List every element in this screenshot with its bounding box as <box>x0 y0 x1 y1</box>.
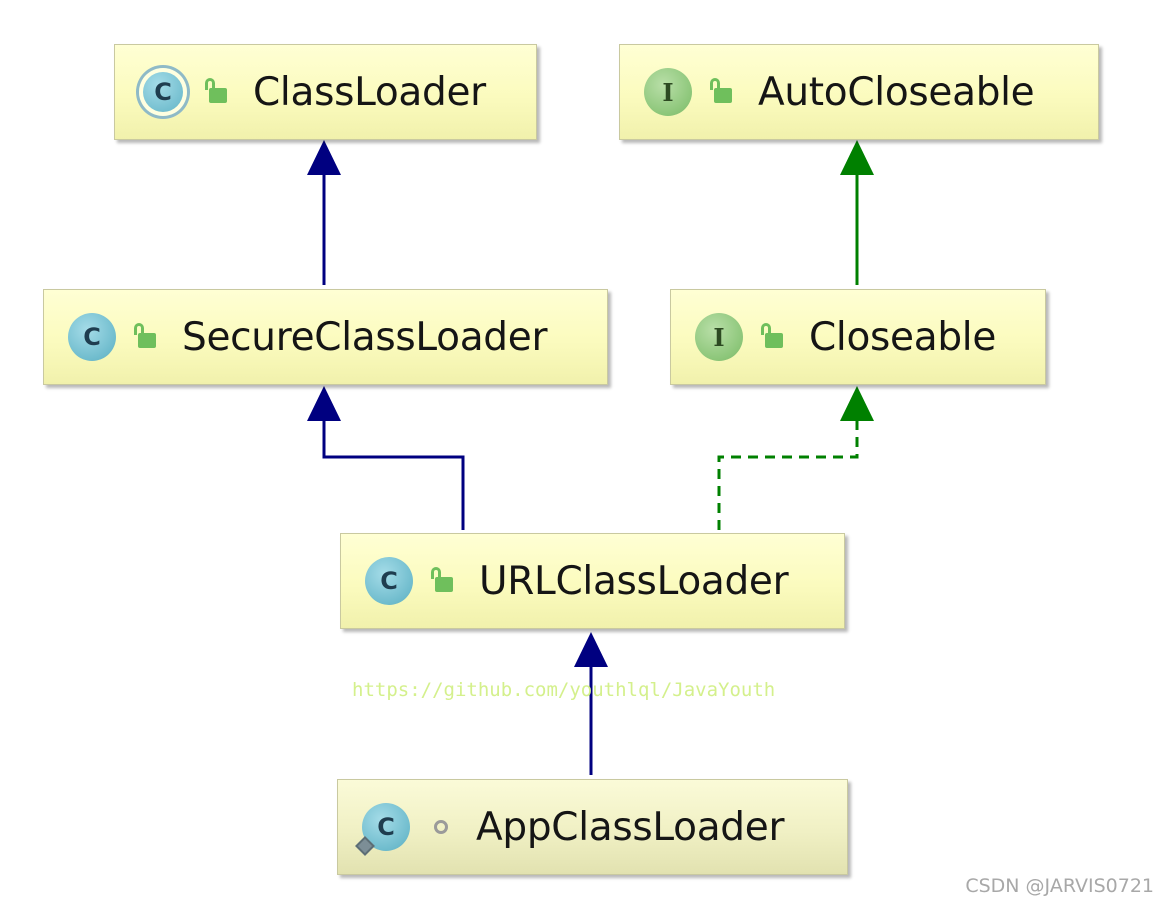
abstract-class-icon: C <box>139 68 187 116</box>
node-urlclassloader[interactable]: C URLClassLoader <box>340 533 845 629</box>
node-label: URLClassLoader <box>479 558 789 604</box>
node-classloader[interactable]: C ClassLoader <box>114 44 537 140</box>
arrowhead-secureclassloader <box>307 386 341 421</box>
arrowhead-autocloseable <box>840 140 874 175</box>
node-label: SecureClassLoader <box>182 314 548 360</box>
node-label: ClassLoader <box>253 69 486 115</box>
public-access-icon <box>205 77 231 107</box>
node-autocloseable[interactable]: I AutoCloseable <box>619 44 1099 140</box>
node-label: Closeable <box>809 314 997 360</box>
watermark-url: https://github.com/youthlql/JavaYouth <box>352 679 776 701</box>
node-label: AutoCloseable <box>758 69 1035 115</box>
node-label: AppClassLoader <box>476 804 785 850</box>
interface-icon: I <box>695 313 743 361</box>
arrowhead-classloader <box>307 140 341 175</box>
credit-text: CSDN @JARVIS0721 <box>965 875 1154 897</box>
public-access-icon <box>761 322 787 352</box>
node-secureclassloader[interactable]: C SecureClassLoader <box>43 289 608 385</box>
class-kind-letter: C <box>377 813 395 841</box>
edge-urlclassloader-to-closeable <box>717 418 859 530</box>
public-access-icon <box>431 566 457 596</box>
public-access-icon <box>134 322 160 352</box>
class-icon: C <box>365 557 413 605</box>
package-private-access-icon <box>428 812 454 842</box>
edge-urlclassloader-to-secureclassloader <box>322 418 465 530</box>
static-class-icon: C <box>355 803 410 856</box>
public-access-icon <box>710 77 736 107</box>
arrowhead-closeable <box>840 386 874 421</box>
node-appclassloader[interactable]: C AppClassLoader <box>337 779 848 875</box>
class-icon: C <box>68 313 116 361</box>
interface-icon: I <box>644 68 692 116</box>
node-closeable[interactable]: I Closeable <box>670 289 1046 385</box>
arrowhead-urlclassloader <box>574 632 608 667</box>
